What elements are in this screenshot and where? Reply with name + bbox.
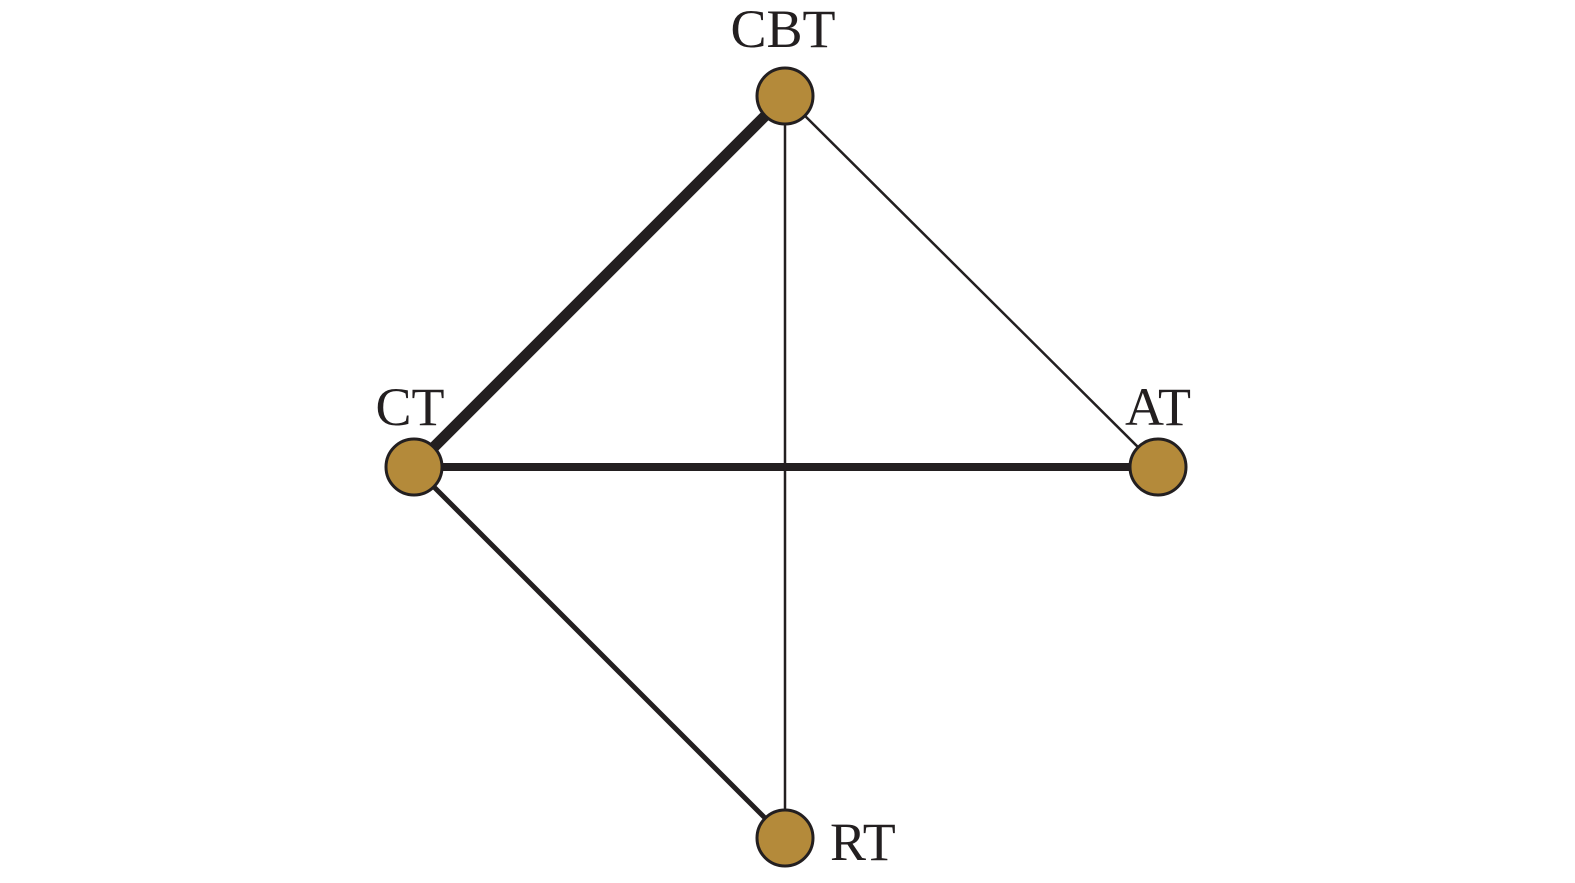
nodes-layer	[384, 66, 1188, 868]
node-cbt	[755, 66, 815, 126]
labels-layer: CBT CT AT RT	[375, 0, 1191, 872]
node-ct	[384, 437, 444, 497]
edge-cbt-ct	[410, 92, 789, 471]
edge-ct-rt	[412, 465, 787, 840]
node-rt	[755, 808, 815, 868]
node-at	[1128, 437, 1188, 497]
node-label-ct: CT	[375, 377, 444, 437]
node-label-cbt: CBT	[730, 0, 835, 59]
node-label-at: AT	[1125, 377, 1191, 437]
edge-cbt-at	[784, 95, 1159, 468]
edges-layer	[410, 92, 1159, 840]
node-label-rt: RT	[830, 812, 896, 872]
